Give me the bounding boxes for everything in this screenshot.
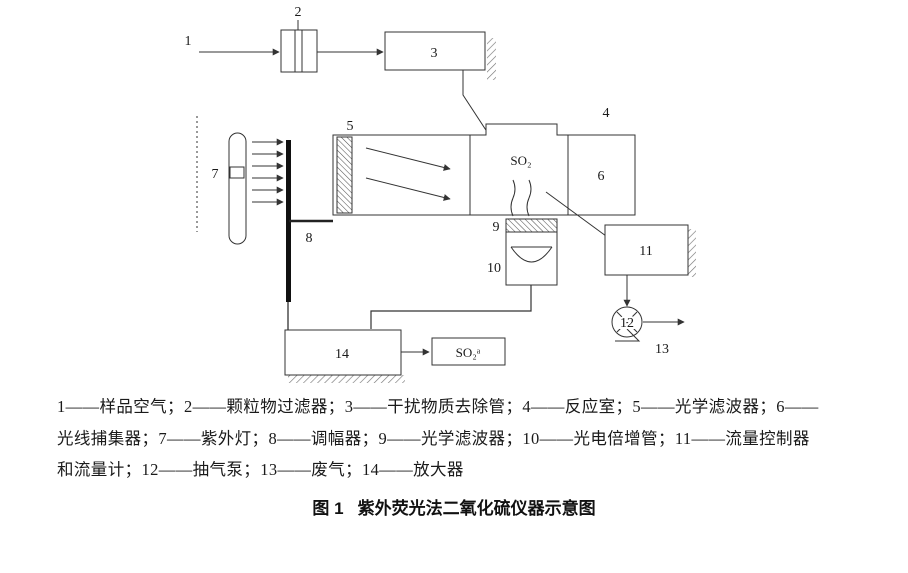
optical-filter-5 <box>336 136 353 214</box>
uv-lamp-tube <box>228 132 247 245</box>
light-path-arrow-upper <box>365 147 451 171</box>
label-part-4: 4 <box>603 106 610 121</box>
figure-legend: 1——样品空气；2——颗粒物过滤器；3——干扰物质去除管；4——反应室；5——光… <box>0 395 908 479</box>
particle-filter-box <box>280 29 318 73</box>
figure-title: 紫外荧光法二氧化硫仪器示意图 <box>357 498 596 518</box>
amplifier: 14 SO₂ᵃ <box>284 329 506 383</box>
fluorescence-wave-1 <box>510 179 516 217</box>
figure-diagram-area: 1 2 3 4 5 SO₂ 6 7 <box>185 5 696 383</box>
legend-line-3: 和流量计；12——抽气泵；13——废气；14——放大器 <box>57 460 464 479</box>
fluorescence-wave-2 <box>526 179 532 217</box>
amplifier-hatch <box>288 375 405 383</box>
uv-lamp: 7 <box>196 116 284 245</box>
uv-ray-arrows <box>252 138 284 206</box>
label-part-2: 2 <box>295 5 302 20</box>
so2-output-box <box>431 337 506 366</box>
pump: 12 13 <box>611 306 685 357</box>
legend-line-2: 光线捕集器；7——紫外灯；8——调幅器；9——光学滤波器；10——光电倍增管；1… <box>57 428 810 448</box>
label-part-9: 9 <box>493 220 500 235</box>
uv-lamp-emitter <box>229 166 245 179</box>
pump-base <box>615 328 641 342</box>
label-part-7: 7 <box>212 167 219 182</box>
pmt-to-amplifier-wire <box>370 285 532 329</box>
label-part-3: 3 <box>431 46 438 61</box>
modulator: 8 <box>286 140 333 330</box>
sample-air-inlet: 1 <box>185 34 280 56</box>
instrument-schematic-svg: 1 2 3 4 5 SO₂ 6 7 <box>185 5 696 383</box>
flow-controller-box <box>604 224 689 276</box>
figure-caption: 图 1 紫外荧光法二氧化硫仪器示意图 <box>0 494 908 519</box>
chamber-outline <box>332 123 636 216</box>
modulator-bar <box>286 140 291 302</box>
label-part-13: 13 <box>655 342 669 357</box>
flow-controller-hatch <box>688 229 696 277</box>
label-part-10: 10 <box>487 261 501 276</box>
scrubber-box <box>384 31 486 71</box>
particle-filter: 2 <box>280 5 384 73</box>
reaction-chamber: 4 5 SO₂ 6 <box>332 106 636 217</box>
scrubber-hatch <box>487 38 496 80</box>
chamber-to-flow-line <box>545 191 607 237</box>
label-part-6: 6 <box>598 169 605 184</box>
so2-reaction-label: SO₂ <box>510 153 531 168</box>
optical-filter-9 <box>505 218 558 233</box>
legend-line-1: 1——样品空气；2——颗粒物过滤器；3——干扰物质去除管；4——反应室；5——光… <box>57 397 819 416</box>
flow-controller: 11 <box>545 191 696 307</box>
label-part-5: 5 <box>347 119 354 134</box>
label-part-11: 11 <box>639 244 652 259</box>
pmt-box <box>505 231 558 286</box>
label-part-8: 8 <box>306 231 313 246</box>
label-part-14: 14 <box>335 347 349 362</box>
light-path-arrow-lower <box>365 177 451 201</box>
label-part-1: 1 <box>185 34 192 49</box>
pmt-lens <box>510 246 553 263</box>
label-part-12: 12 <box>620 316 634 331</box>
interference-scrubber: 3 <box>384 31 498 148</box>
figure-number: 图 1 <box>312 498 344 518</box>
detector-assembly: 9 10 <box>370 218 558 329</box>
so2-output-label: SO₂ᵃ <box>456 345 481 360</box>
